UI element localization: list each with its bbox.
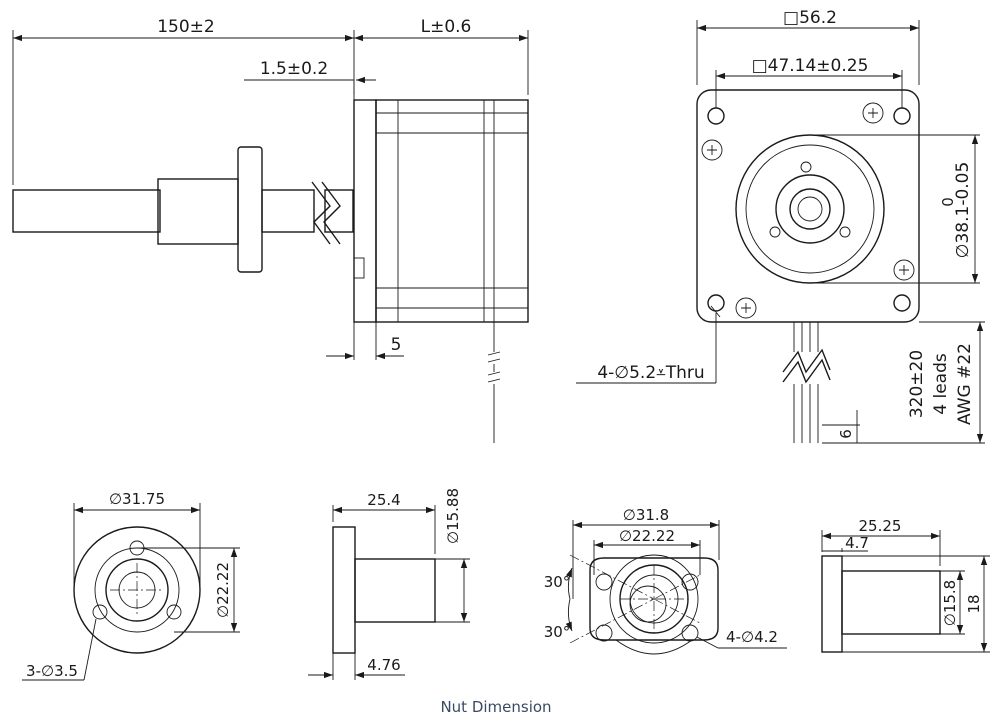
dim-pilot-diameter: ∅38.1-0.05 (953, 162, 973, 259)
nut-flange (237, 146, 263, 273)
lead-screw-right (261, 189, 315, 233)
dim-nut-b-bolt-circle: ∅22.22 (619, 527, 675, 545)
nut-b-side-body (841, 570, 941, 635)
dim-nut-b-angle-top: 30° (544, 573, 571, 591)
nut-b-hole (595, 573, 613, 591)
dim-mount-holes: 4-∅5.2⩡Thru (597, 363, 704, 383)
dim-nut-b-flange-thickness: 4.7 (845, 534, 869, 552)
nut-a-side-view: 25.4 ∅15.88 4.76 (308, 488, 470, 680)
lead-screw-left (12, 189, 161, 233)
dim-nut-b-body: ∅15.8 (941, 580, 959, 626)
dim-body-length: L±0.6 (421, 17, 472, 37)
lead-wires (782, 322, 831, 443)
screw-icon (735, 297, 757, 319)
mount-hole (707, 294, 725, 312)
nut-a-side-body (354, 558, 436, 623)
dim-nut-a-body: ∅15.88 (444, 488, 462, 544)
shaft-break-symbol (311, 181, 331, 245)
dim-hole-spacing: □47.14±0.25 (752, 56, 869, 76)
nut-b-side-view: 25.25 4.7 ∅15.8 18 (821, 517, 990, 653)
dim-nut-b-flange: ∅31.8 (623, 506, 669, 524)
dim-nut-a-bolt-circle: ∅22.22 (214, 562, 232, 618)
dim-nut-a-flange: ∅31.75 (109, 490, 165, 508)
dim-lead-gauge: AWG #22 (955, 343, 975, 425)
nut-body (157, 178, 239, 245)
nut-b-hole (681, 624, 699, 642)
screw-icon (862, 102, 884, 124)
motor-flange (353, 99, 377, 323)
dim-shaft-length: 150±2 (157, 17, 215, 37)
dim-nut-b-height: 18 (965, 594, 983, 613)
nut-b-hole (595, 624, 613, 642)
dim-body-square: □56.2 (783, 8, 837, 28)
dim-nut-a-length: 25.4 (367, 491, 400, 509)
motor-front-view: □56.2 □47.14±0.25 0 ∅38.1-0.05 4-∅5.2⩡Th… (576, 8, 985, 444)
dim-flange-thickness: 5 (391, 335, 402, 355)
nut-b-flange (589, 557, 719, 641)
dim-nut-b-holes: 4-∅4.2 (726, 628, 778, 646)
nut-b-front-view: ∅31.8 ∅22.22 30° 30° 4-∅4.2 (544, 506, 787, 655)
dim-nut-b-length: 25.25 (859, 517, 902, 535)
mount-hole (893, 107, 911, 125)
nut-a-hole (166, 604, 182, 620)
dim-pilot-tolerance: 0 (939, 197, 957, 207)
nut-a-side-flange (332, 526, 356, 654)
dim-lead-length: 320±20 (907, 350, 927, 418)
dim-nut-a-holes: 3-∅3.5 (26, 662, 78, 680)
nut-b-hole (681, 573, 699, 591)
dim-nut-a-flange-thickness: 4.76 (367, 656, 400, 674)
nut-b-side-flange (821, 555, 843, 653)
pilot-boss (735, 134, 885, 284)
motor-face-square (696, 89, 920, 323)
nut-a-front-view: ∅31.75 ∅22.22 3-∅3.5 (22, 490, 240, 681)
dim-lead-count: 4 leads (931, 353, 951, 415)
dim-nut-b-angle-bottom: 30° (544, 623, 571, 641)
dim-lead-strip: 6 (837, 429, 855, 439)
nut-a-hole (92, 604, 108, 620)
mount-hole (893, 294, 911, 312)
caption: Nut Dimension (440, 698, 551, 716)
screw-icon (893, 259, 915, 281)
motor-side-view: 150±2 L±0.6 1.5±0.2 5 (12, 17, 529, 443)
dim-flange-step: 1.5±0.2 (260, 59, 328, 79)
screw-icon (701, 139, 723, 161)
motor-body (375, 99, 529, 323)
mount-hole (707, 107, 725, 125)
